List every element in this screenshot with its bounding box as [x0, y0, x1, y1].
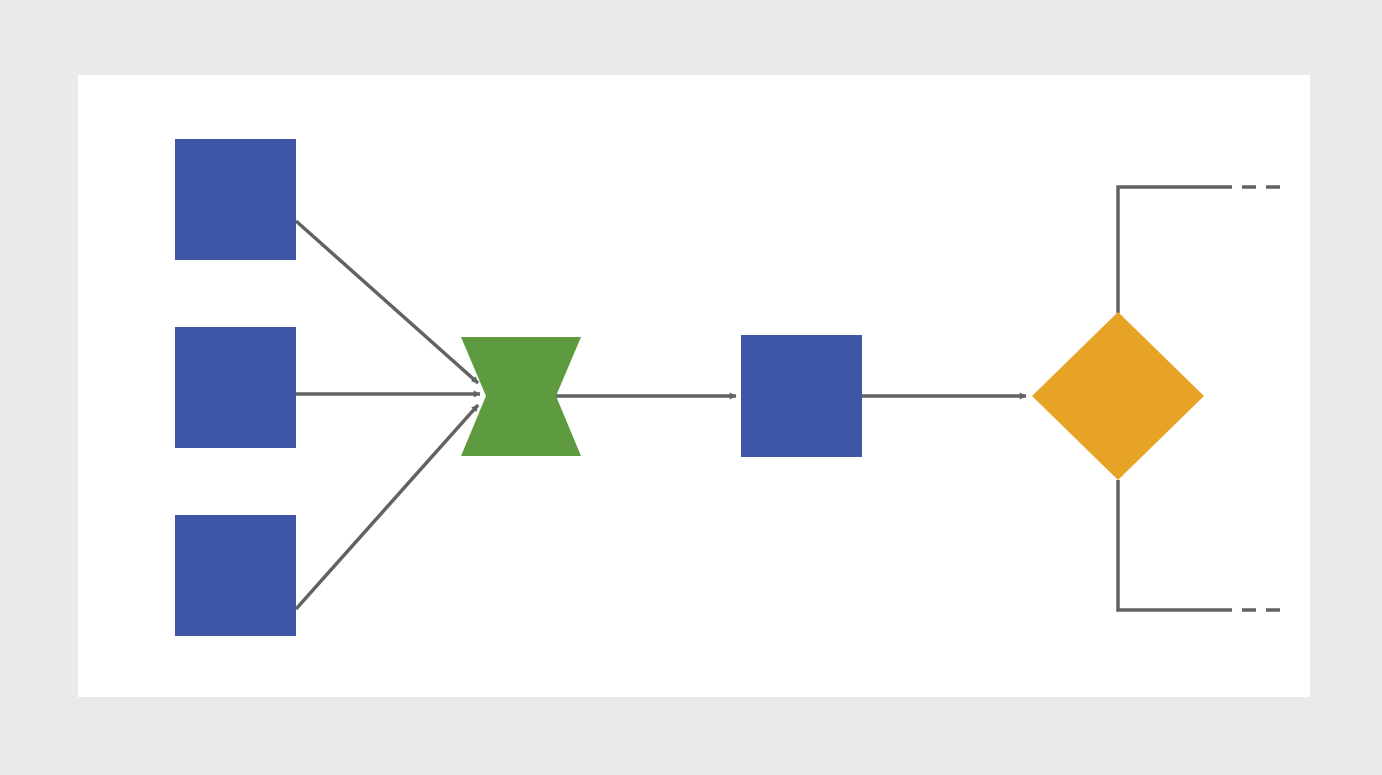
- input-node-2: [175, 327, 296, 448]
- branch-top-line: [1116, 185, 1218, 313]
- merge-node: [461, 337, 581, 456]
- input-node-1: [175, 139, 296, 260]
- branch-bottom-line: [1116, 480, 1218, 612]
- process-node: [741, 335, 862, 457]
- input-node-3: [175, 515, 296, 636]
- connector-input-3-to-merge: [294, 403, 480, 611]
- decision-node: [1032, 312, 1204, 480]
- connector-input-1-to-merge: [294, 219, 480, 385]
